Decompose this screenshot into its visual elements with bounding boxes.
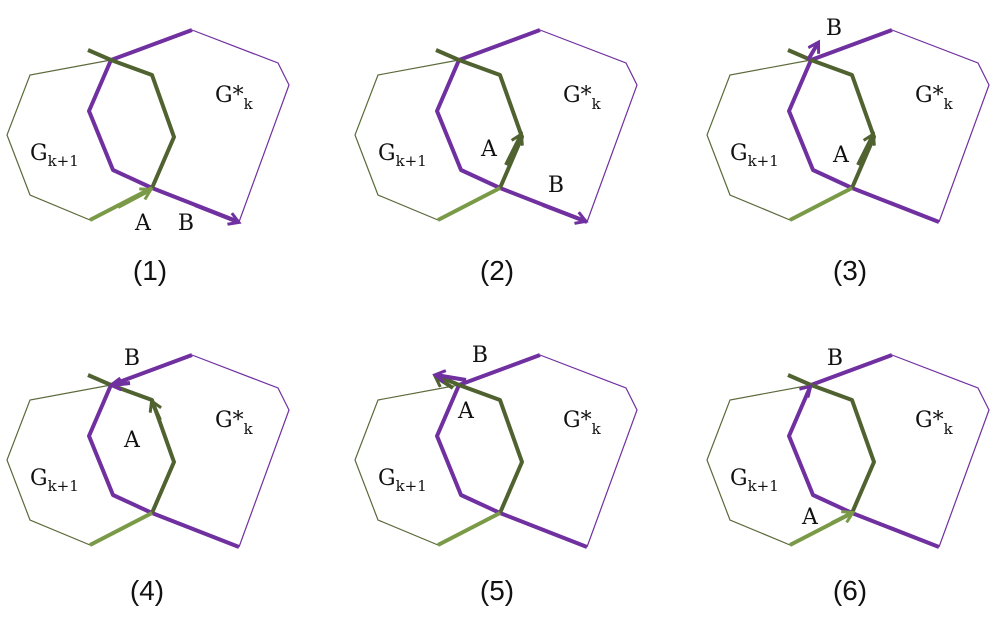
label-gstar-main: G* (215, 83, 244, 108)
label-b: B (178, 211, 194, 236)
label-gstar-k: G*k (215, 83, 254, 113)
g-k1-outline (706, 384, 853, 546)
arrow-b (542, 203, 585, 221)
label-b: B (827, 346, 843, 371)
panel-caption: (6) (833, 575, 867, 606)
panel-caption: (2) (480, 255, 514, 286)
label-gstar-k: G*k (563, 408, 602, 438)
label-a: A (134, 211, 152, 236)
label-gstar-k: G*k (915, 83, 954, 113)
panel-6: A B Gk+1 G*k (6) (706, 346, 990, 606)
g-k1-outline (6, 384, 153, 546)
gstar-boundary (787, 28, 940, 224)
label-g-k1: Gk+1 (30, 141, 79, 170)
label-g-k1-main: G (730, 466, 748, 491)
label-gstar-k: G*k (563, 83, 602, 113)
gstar-boundary (87, 28, 240, 224)
label-g-k1: Gk+1 (378, 141, 427, 170)
g-k1-lower-edge (89, 511, 153, 547)
label-gstar-sub: k (592, 95, 602, 113)
label-g-k1-main: G (378, 466, 396, 491)
g-k1-boundary (435, 48, 524, 189)
label-g-k1-sub: k+1 (748, 152, 779, 170)
label-a: A (457, 399, 475, 424)
label-g-k1: Gk+1 (30, 466, 79, 495)
label-g-k1-sub: k+1 (396, 477, 427, 495)
g-k1-lower-edge (437, 511, 501, 547)
g-k1-boundary (435, 373, 524, 514)
gstar-outline (891, 29, 990, 223)
gstar-boundary (435, 353, 588, 549)
arrow-a (504, 135, 521, 166)
label-g-k1-sub: k+1 (396, 152, 427, 170)
label-gstar-k: G*k (915, 408, 954, 438)
label-gstar-sub: k (244, 95, 254, 113)
panel-5: A B Gk+1 G*k (5) (354, 343, 638, 606)
g-k1-outline (354, 384, 501, 546)
label-gstar-main: G* (915, 408, 944, 433)
label-b: B (124, 346, 140, 371)
label-gstar-sub: k (944, 420, 954, 438)
gstar-outline (891, 354, 990, 548)
label-g-k1-sub: k+1 (48, 477, 79, 495)
label-g-k1: Gk+1 (730, 141, 779, 170)
gstar-outline (191, 29, 290, 223)
panel-4: A B Gk+1 G*k (4) (6, 346, 290, 606)
arrow-a (831, 513, 852, 525)
g-k1-outline (354, 59, 501, 221)
g-k1-outline (706, 59, 853, 221)
label-b: B (548, 173, 564, 198)
gstar-boundary (787, 353, 940, 549)
label-gstar-k: G*k (215, 408, 254, 438)
label-g-k1-main: G (730, 141, 748, 166)
panel-2: A B Gk+1 G*k (2) (354, 28, 638, 286)
label-a: A (480, 137, 498, 162)
label-b: B (826, 16, 842, 41)
label-g-k1-sub: k+1 (48, 152, 79, 170)
label-b: B (472, 343, 488, 368)
panel-1: A B Gk+1 G*k (1) (6, 28, 290, 286)
g-k1-lower-edge (789, 186, 853, 222)
g-k1-boundary (87, 48, 176, 189)
gstar-boundary (87, 353, 240, 549)
label-g-k1: Gk+1 (730, 466, 779, 495)
label-gstar-sub: k (592, 420, 602, 438)
label-g-k1-main: G (30, 141, 48, 166)
gstar-outline (539, 29, 638, 223)
label-gstar-main: G* (215, 408, 244, 433)
label-gstar-main: G* (563, 83, 592, 108)
panel-caption: (3) (833, 255, 867, 286)
label-gstar-sub: k (244, 420, 254, 438)
arrow-b (194, 203, 238, 222)
arrow-b (112, 383, 131, 385)
panel-caption: (4) (130, 575, 164, 606)
arrow-b (436, 375, 467, 380)
label-g-k1-sub: k+1 (748, 477, 779, 495)
label-gstar-main: G* (915, 83, 944, 108)
g-k1-boundary (787, 373, 876, 514)
arrow-a (152, 402, 160, 421)
gstar-boundary (435, 28, 588, 224)
panel-caption: (1) (133, 255, 167, 286)
g-k1-lower-edge (437, 186, 501, 222)
label-a: A (123, 428, 141, 453)
label-g-k1-main: G (30, 466, 48, 491)
arrow-b (806, 43, 818, 62)
label-gstar-main: G* (563, 408, 592, 433)
label-a: A (801, 505, 819, 530)
label-g-k1: Gk+1 (378, 466, 427, 495)
arrow-a (117, 190, 150, 209)
label-g-k1-main: G (378, 141, 396, 166)
label-a: A (832, 143, 850, 168)
arrow-b (808, 387, 810, 389)
gstar-outline (539, 354, 638, 548)
arrow-a (856, 135, 873, 166)
panel-3: A B Gk+1 G*k (3) (706, 16, 990, 286)
panel-caption: (5) (480, 575, 514, 606)
g-k1-outline (6, 59, 153, 221)
label-gstar-sub: k (944, 95, 954, 113)
gstar-outline (191, 354, 290, 548)
g-k1-boundary (787, 48, 876, 189)
